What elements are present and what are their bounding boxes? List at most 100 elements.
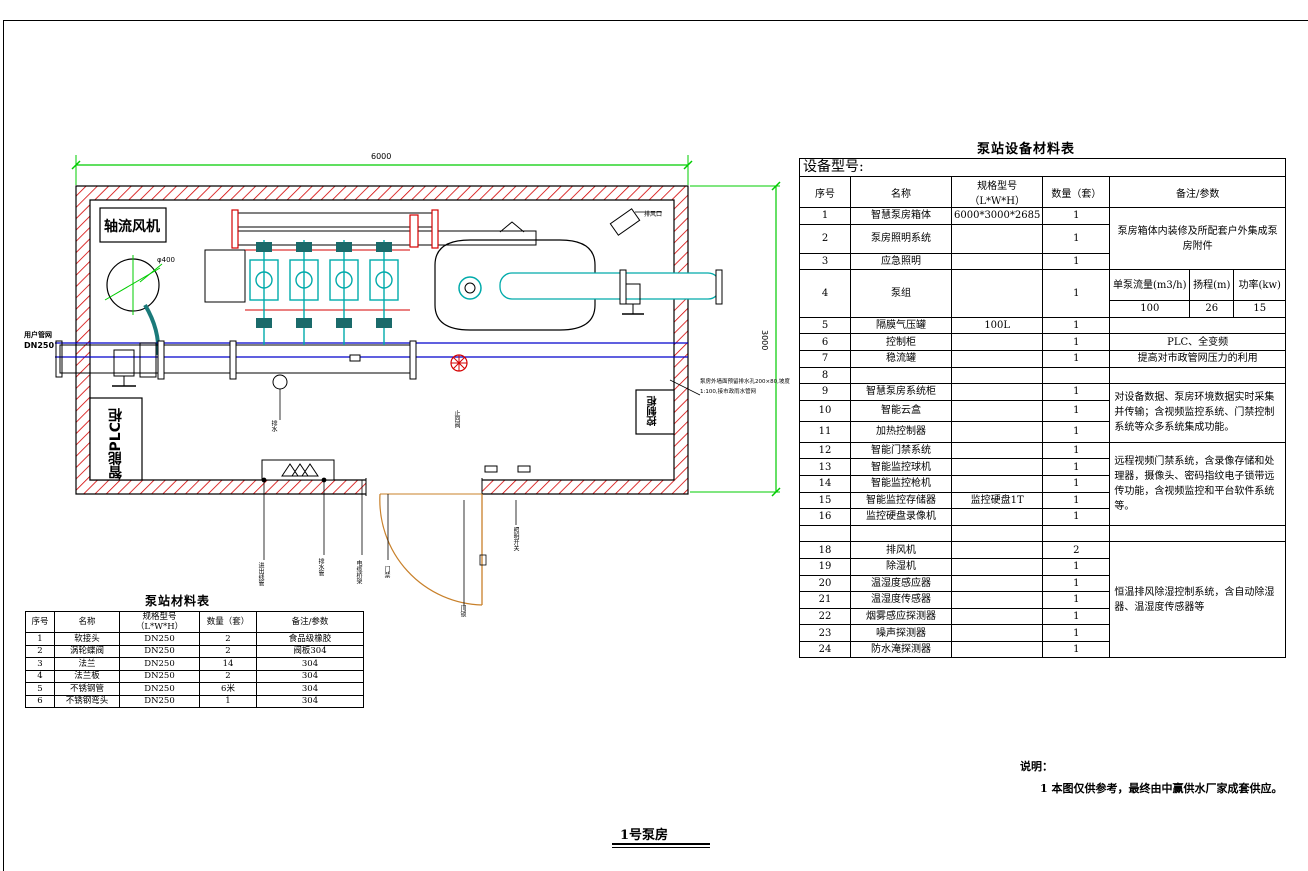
table-row: 21 温湿度传感器 1 [799,591,1286,609]
room-wall [75,185,689,495]
cell: 9 [799,383,851,401]
table-row: 15 智能监控存储器 监控硬盘1T 1 [799,491,1286,510]
note-cell: 恒温排风除湿控制系统，含自动除湿器、温湿度传感器等 [1109,541,1286,659]
drawing-title: 1号泵房 [620,828,669,843]
cell: 2 [199,669,257,683]
cell [950,420,1044,443]
cell [950,366,1044,385]
exhaust-label: 排风口 [644,211,663,218]
cell [950,333,1044,351]
cell: 隔膜气压罐 [850,316,952,335]
cell: 304 [256,669,364,683]
cell: 1 [1042,557,1111,576]
bottom-label-5: 门锁 [459,605,466,617]
door [379,493,487,606]
cell: 1 [25,632,55,646]
equipment-material-table: 设备型号: 序号 名称 规格型号（L*W*H） 数量（套） 备注/参数 1 智慧… [799,158,1286,659]
table-row: 6 控制柜 1 PLC、全变频 [799,333,1286,351]
cell: DN250 [119,644,200,658]
table-row: 22 烟雾感应探测器 1 [799,607,1286,626]
cell [1109,524,1286,543]
cell: 15 [799,491,851,510]
cell [950,607,1044,626]
cell: 温湿度传感器 [850,591,952,609]
col-header: 名称 [850,176,952,208]
cell: 1 [1042,207,1111,225]
cell: 食品级橡胶 [256,632,364,646]
title-underline [612,843,710,845]
cell [950,223,1044,254]
cell: 6米 [199,682,257,696]
cell [950,640,1044,659]
cell: 温湿度感应器 [850,574,952,593]
cell: 7 [799,349,851,368]
cell [850,366,952,385]
cell: DN250 [119,682,200,696]
cell: 5 [25,682,55,696]
cell: 13 [799,458,851,476]
col-header: 规格型号（L*W*H） [119,611,200,633]
cell: 3 [25,657,55,671]
cell [1042,366,1111,385]
cell: 1 [1042,624,1111,642]
fan-size-label: φ400 [157,256,175,264]
cell: 应急照明 [850,252,952,271]
cell [950,508,1044,526]
col-header: 名称 [54,611,120,633]
col-header: 规格型号（L*W*H） [950,176,1044,208]
cell [1109,366,1286,385]
cell: 21 [799,591,851,609]
cell: 1 [1042,420,1111,443]
cell: 1 [1042,349,1111,368]
control-cabinet-label: 控制柜 [648,396,659,426]
col-header: 序号 [799,176,851,208]
axial-fan-label: 轴流风机 [104,219,160,235]
cell: 1 [1042,491,1111,510]
cell: 23 [799,624,851,642]
overflow-label: 泵房外墙面预留排水孔200×80,坡度1:100,接市政雨水管网 [700,379,790,395]
cell: 防水淹探测器 [850,640,952,659]
cell: 20 [799,574,851,593]
title-underline-2 [612,847,710,848]
cell: 8 [799,366,851,385]
table-row: 7 稳流罐 1 提高对市政管网压力的利用 [799,349,1286,368]
cell: 1 [199,694,257,708]
col-header: 序号 [25,611,55,633]
bottom-label-3: 电缆桥架 [355,560,362,584]
cell: 1 [1042,316,1111,335]
cell: PLC、全变频 [1109,333,1286,351]
cell [950,458,1044,476]
table-row: 4 泵组 1 单泵流量(m3/h) 扬程(m) 功率(kw) [799,269,1286,318]
cell: 阀板304 [256,644,364,658]
equipment-table-title: 泵站设备材料表 [977,142,1076,157]
cell: DN250 [119,657,200,671]
cell: 1 [1042,252,1111,271]
table-row: 20 温湿度感应器 1 [799,574,1286,593]
height-dim-label: 3000 [760,330,769,351]
cell: 304 [256,694,364,708]
cell [950,524,1044,543]
cell: 304 [256,657,364,671]
bottom-label-6: 照明开关 [512,527,519,551]
cell: DN250 [119,632,200,646]
cell: 智能监控球机 [850,458,952,476]
cell [799,524,851,543]
cell: 提高对市政管网压力的利用 [1109,349,1286,368]
cell: 加热控制器 [850,420,952,443]
axial-fan-box [99,207,167,243]
table-row: 9 智慧泵房系统柜 1 对设备数据、泵房环境数据实时采集并传输；含视频监控系统、… [799,383,1286,443]
table-header-row: 序号 名称 规格型号（L*W*H） 数量（套） 备注/参数 [25,611,364,633]
drawing-frame [3,20,1308,871]
col-header: 数量（套） [1042,176,1111,208]
cell: 烟雾感应探测器 [850,607,952,626]
cell: 2 [199,644,257,658]
table-row: 11 加热控制器 1 [799,420,1286,443]
cell: 1 [1042,607,1111,626]
bottom-label-1: 进出线管 [257,562,264,586]
cell [950,624,1044,642]
table-row: 13 智能监控球机 1 [799,458,1286,476]
table-row: 100 26 15 [800,300,1286,318]
